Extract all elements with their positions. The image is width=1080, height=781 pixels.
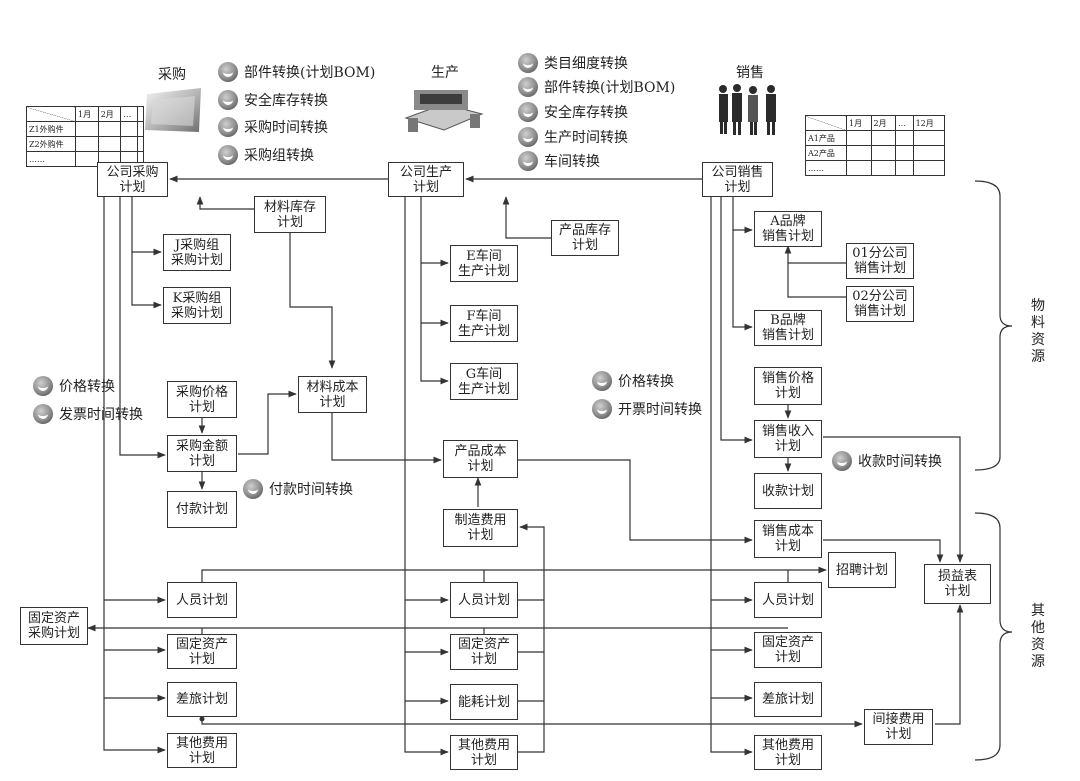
production-energy-plan: 能耗计划 [450, 684, 518, 720]
purchase-other-expense-plan: 其他费用 计划 [167, 733, 237, 768]
fixed-asset-purchase-plan: 固定资产 采购计划 [20, 607, 88, 645]
product-cost-plan: 产品成本 计划 [443, 440, 518, 478]
company-production-plan: 公司生产 计划 [388, 162, 464, 197]
sales-staff-plan: 人员计划 [754, 582, 822, 618]
conversion-label: 价格转换 [33, 376, 115, 396]
conversion-gear-icon [218, 90, 238, 110]
other-resources-label: 其他资源 [1031, 603, 1045, 670]
sales-cost-plan: 销售成本 计划 [754, 520, 822, 558]
conversion-gear-icon [243, 479, 263, 499]
steel-sheet-image [143, 86, 203, 134]
purchase-price-plan: 采购价格 计划 [167, 381, 237, 418]
profit-and-loss-plan: 损益表 计划 [924, 564, 991, 604]
sales-other-expense-plan: 其他费用 计划 [754, 735, 822, 770]
branch-01-sales-plan: 01分公司 销售计划 [846, 243, 914, 279]
conversion-label: 安全库存转换 [518, 102, 628, 122]
conversion-label: 采购时间转换 [218, 117, 328, 137]
conversion-gear-icon [518, 127, 538, 147]
sales-price-plan: 销售价格 计划 [754, 367, 822, 405]
conversion-gear-icon [592, 399, 612, 419]
branch-02-sales-plan: 02分公司 销售计划 [846, 286, 914, 322]
purchase-fixed-asset-plan: 固定资产 计划 [167, 634, 237, 669]
conversion-gear-icon [218, 62, 238, 82]
recruitment-plan: 招聘计划 [828, 552, 896, 588]
material-resources-label: 物料资源 [1031, 298, 1045, 365]
purchase-amount-plan: 采购金额 计划 [167, 435, 237, 472]
sales-travel-plan: 差旅计划 [754, 682, 822, 717]
conversion-label: 采购组转换 [218, 145, 314, 165]
conversion-label: 发票时间转换 [33, 404, 143, 424]
conversion-label: 部件转换(计划BOM) [218, 62, 375, 82]
conversion-gear-icon [33, 404, 53, 424]
purchase-staff-plan: 人员计划 [167, 582, 237, 618]
conversion-gear-icon [218, 145, 238, 165]
material-cost-plan: 材料成本 计划 [298, 376, 367, 413]
brand-b-sales-plan: B品牌 销售计划 [754, 310, 822, 346]
production-fixed-asset-plan: 固定资产 计划 [450, 634, 518, 670]
conversion-gear-icon [518, 53, 538, 73]
machine-image [400, 78, 486, 136]
conversion-gear-icon [518, 151, 538, 171]
company-purchase-plan: 公司采购 计划 [97, 162, 168, 197]
e-workshop-plan: E车间 生产计划 [450, 245, 518, 282]
production-staff-plan: 人员计划 [450, 582, 518, 618]
conversion-gear-icon [33, 376, 53, 396]
conversion-label: 生产时间转换 [518, 127, 628, 147]
conversion-label: 安全库存转换 [218, 90, 328, 110]
indirect-expense-plan: 间接费用 计划 [864, 709, 933, 745]
manufacturing-expense-plan: 制造费用 计划 [443, 509, 518, 547]
production-other-expense-plan: 其他费用 计划 [450, 735, 518, 770]
section-label-sales: 销售 [736, 65, 764, 81]
g-workshop-plan: G车间 生产计划 [450, 363, 518, 400]
sales-revenue-plan: 销售收入 计划 [754, 420, 822, 458]
conversion-gear-icon [518, 102, 538, 122]
conversion-label: 开票时间转换 [592, 399, 702, 419]
sales-fixed-asset-plan: 固定资产 计划 [754, 632, 822, 668]
product-stock-plan: 产品库存 计划 [551, 220, 619, 256]
company-sales-plan: 公司销售 计划 [702, 162, 773, 197]
conversion-gear-icon [832, 451, 852, 471]
conversion-label: 付款时间转换 [243, 479, 353, 499]
business-people-image [715, 80, 785, 136]
collection-plan: 收款计划 [754, 473, 822, 509]
section-label-production: 生产 [431, 65, 459, 81]
brand-a-sales-plan: A品牌 销售计划 [754, 211, 822, 247]
conversion-gear-icon [218, 117, 238, 137]
conversion-gear-icon [518, 77, 538, 97]
payment-plan: 付款计划 [167, 491, 237, 528]
purchase-travel-plan: 差旅计划 [167, 682, 237, 717]
k-group-purchase-plan: K采购组 采购计划 [163, 287, 231, 324]
section-label-purchase: 采购 [158, 67, 186, 83]
conversion-label: 收款时间转换 [832, 451, 942, 471]
conversion-gear-icon [592, 371, 612, 391]
conversion-label: 价格转换 [592, 371, 674, 391]
conversion-label: 类目细度转换 [518, 53, 628, 73]
material-stock-plan: 材料库存 计划 [254, 196, 326, 233]
f-workshop-plan: F车间 生产计划 [450, 305, 518, 342]
j-group-purchase-plan: J采购组 采购计划 [163, 234, 231, 271]
conversion-label: 车间转换 [518, 151, 600, 171]
conversion-label: 部件转换(计划BOM) [518, 77, 675, 97]
